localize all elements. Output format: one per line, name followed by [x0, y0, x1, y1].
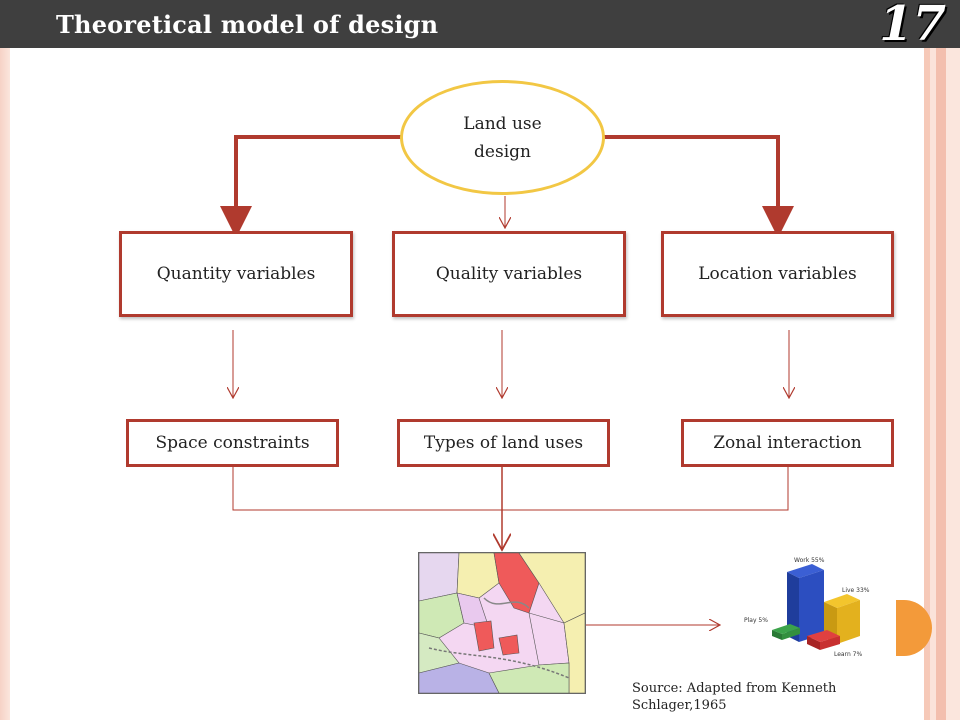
work-label: Work 55%: [794, 557, 825, 564]
source-line2: Schlager,1965: [632, 698, 727, 713]
learn-cube-block: [807, 630, 840, 650]
quality-variables-label: Quality variables: [435, 264, 583, 284]
quantity-variables-box: Quantity variables: [119, 231, 353, 317]
connector-merge: [232, 466, 789, 511]
slide-title: Theoretical model of design: [56, 10, 439, 39]
left-decor-stripe: [0, 0, 10, 720]
live-label: Live 33%: [842, 587, 870, 594]
quantity-variables-label: Quantity variables: [156, 264, 316, 284]
play-label: Play 5%: [744, 617, 768, 624]
slide-number: 17: [879, 0, 946, 52]
quality-variables-box: Quality variables: [392, 231, 626, 317]
source-citation: Source: Adapted from Kenneth Schlager,19…: [632, 680, 836, 714]
land-use-mix-cubes-image: Work 55% Live 33% Play 5% Learn 7%: [742, 552, 882, 662]
connector-root-location: [603, 135, 794, 238]
types-of-land-uses-label: Types of land uses: [423, 433, 584, 453]
types-of-land-uses-box: Types of land uses: [397, 419, 610, 467]
land-use-design-ellipse: Land use design: [400, 80, 605, 195]
location-variables-box: Location variables: [661, 231, 894, 317]
live-cube-block: [824, 594, 860, 644]
right-decor-stripes: [916, 0, 960, 720]
zoning-map-image: [418, 552, 586, 694]
title-bar: Theoretical model of design 17: [0, 0, 960, 52]
zonal-interaction-box: Zonal interaction: [681, 419, 894, 467]
space-constraints-box: Space constraints: [126, 419, 339, 467]
learn-label: Learn 7%: [834, 651, 862, 658]
root-label-line1: Land use: [463, 113, 542, 134]
zonal-interaction-label: Zonal interaction: [713, 433, 862, 453]
location-variables-label: Location variables: [698, 264, 857, 284]
connector-root-quantity: [220, 135, 402, 238]
source-line1: Source: Adapted from Kenneth: [632, 681, 837, 696]
root-label-line2: design: [474, 141, 531, 162]
space-constraints-label: Space constraints: [155, 433, 310, 453]
play-cube-block: [772, 624, 800, 640]
